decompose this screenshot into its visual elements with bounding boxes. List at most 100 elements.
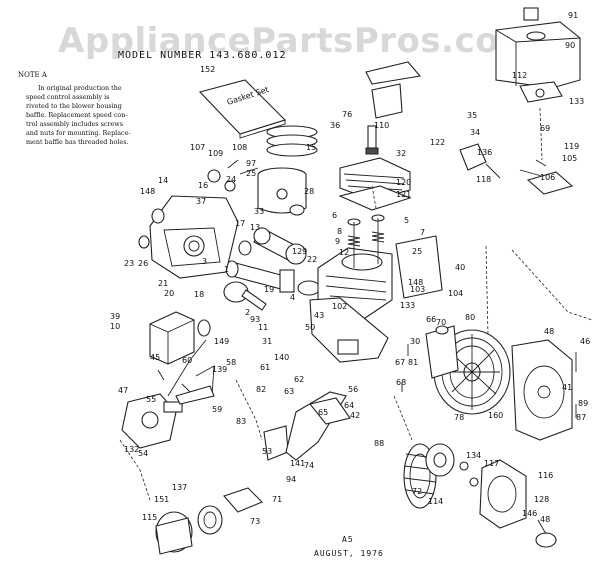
part-number-label: 133: [569, 97, 584, 106]
part-number-label: 48: [540, 515, 550, 524]
ignition-coil: [425, 325, 459, 379]
page-number: A5: [342, 535, 354, 544]
part-number-label: 41: [562, 383, 572, 392]
part-number-label: 129: [292, 247, 307, 256]
note-title: NOTE A: [18, 71, 48, 79]
part-number-label: 83: [236, 417, 246, 426]
note-a: NOTE A In original production the speed …: [18, 71, 131, 146]
blower-housing: [511, 339, 573, 441]
part-number-label: 43: [314, 311, 324, 320]
part-number-label: 33: [254, 207, 264, 216]
part-number-label: 16: [198, 181, 208, 190]
part-number-label: 70: [436, 318, 446, 327]
part-number-label: 73: [250, 517, 260, 526]
part-number-label: 132: [124, 445, 139, 454]
cylinder-block: [309, 247, 393, 363]
part-number-label: 94: [286, 475, 296, 484]
part-number-label: 32: [396, 149, 406, 158]
speed-control-linkage: [459, 143, 574, 195]
part-number-label: 114: [428, 497, 443, 506]
note-line: and nuts for mounting. Replace-: [26, 129, 131, 137]
part-number-label: 62: [294, 375, 304, 384]
part-number-label: 59: [212, 405, 222, 414]
throttle-linkage: [167, 339, 215, 405]
note-line: trol assembly includes screws: [26, 120, 123, 128]
part-number-label: 74: [304, 461, 314, 470]
assembly-lines: [119, 107, 593, 501]
tank-mount-bracket: [365, 61, 422, 119]
part-number-label: 139: [212, 365, 227, 374]
part-number-label: 76: [342, 110, 352, 119]
part-number-label: 24: [226, 175, 236, 184]
note-line: In original production the: [38, 84, 122, 92]
part-number-label: 107: [190, 143, 205, 152]
crankshaft: [225, 260, 321, 296]
part-number-label: 136: [477, 148, 492, 157]
part-number-label: 34: [470, 128, 480, 137]
air-cleaner: [155, 487, 263, 555]
part-number-label: 15: [306, 143, 316, 152]
part-number-label: 140: [274, 353, 289, 362]
part-number-label: 61: [260, 363, 270, 372]
part-number-label: 46: [580, 337, 590, 346]
part-number-label: 10: [110, 322, 120, 331]
part-number-label: 35: [467, 111, 477, 120]
part-number-label: 160: [488, 411, 503, 420]
part-number-label: 137: [172, 483, 187, 492]
part-number-label: 151: [154, 495, 169, 504]
misc-screws: [157, 344, 577, 418]
print-date: AUGUST, 1976: [314, 549, 384, 558]
piston-rings: [266, 125, 318, 157]
part-number-label: 105: [562, 154, 577, 163]
part-number-label: 82: [256, 385, 266, 394]
note-line: ment baffle has threaded holes.: [26, 138, 129, 146]
part-number-label: 133: [400, 301, 415, 310]
oil-seals: [138, 208, 252, 256]
part-number-label: 71: [272, 495, 282, 504]
part-number-label: 81: [408, 358, 418, 367]
part-number-label: 36: [330, 121, 340, 130]
part-number-label: 18: [194, 290, 204, 299]
part-number-label: 63: [284, 387, 294, 396]
part-number-label: 89: [578, 399, 588, 408]
part-number-label: 9: [335, 237, 340, 246]
connecting-rod: [253, 227, 307, 265]
carburetor: [121, 393, 183, 449]
muffler: [149, 311, 211, 365]
valves: [347, 214, 385, 268]
part-number-label: 91: [568, 11, 578, 20]
part-number-label: 53: [262, 447, 272, 456]
part-number-label: 90: [565, 41, 575, 50]
part-number-label: 55: [146, 395, 156, 404]
part-number-label: 128: [534, 495, 549, 504]
part-number-label: 39: [110, 312, 120, 321]
part-number-label: 141: [290, 459, 305, 468]
part-number-label: 3: [202, 257, 207, 266]
part-number-label: 146: [522, 509, 537, 518]
part-number-label: 93: [250, 315, 260, 324]
part-number-label: 37: [196, 197, 206, 206]
starter-cup: [425, 443, 455, 477]
part-number-label: 65: [318, 408, 328, 417]
part-number-label: 23: [124, 259, 134, 268]
part-number-label: 47: [118, 386, 128, 395]
fuel-tank: [495, 7, 581, 89]
crankcase-cover: [149, 195, 239, 279]
part-number-label: 7: [420, 228, 425, 237]
part-number-label: 60: [182, 356, 192, 365]
part-number-label: 104: [448, 289, 463, 298]
part-number-label: 109: [208, 149, 223, 158]
part-number-label: 102: [332, 302, 347, 311]
part-number-label: 40: [455, 263, 465, 272]
part-number-label: 120: [396, 178, 411, 187]
part-number-label: 4: [290, 293, 295, 302]
governor-parts: [207, 159, 259, 192]
model-number: MODEL NUMBER 143.680.012: [118, 50, 287, 61]
tank-bracket: [519, 81, 563, 103]
rewind-starter: [479, 459, 527, 529]
part-number-label: 45: [150, 353, 160, 362]
part-number-label: 21: [158, 279, 168, 288]
note-line: speed control assembly is: [26, 93, 109, 101]
part-number-label: 118: [476, 175, 491, 184]
hex-nuts: [459, 461, 479, 487]
